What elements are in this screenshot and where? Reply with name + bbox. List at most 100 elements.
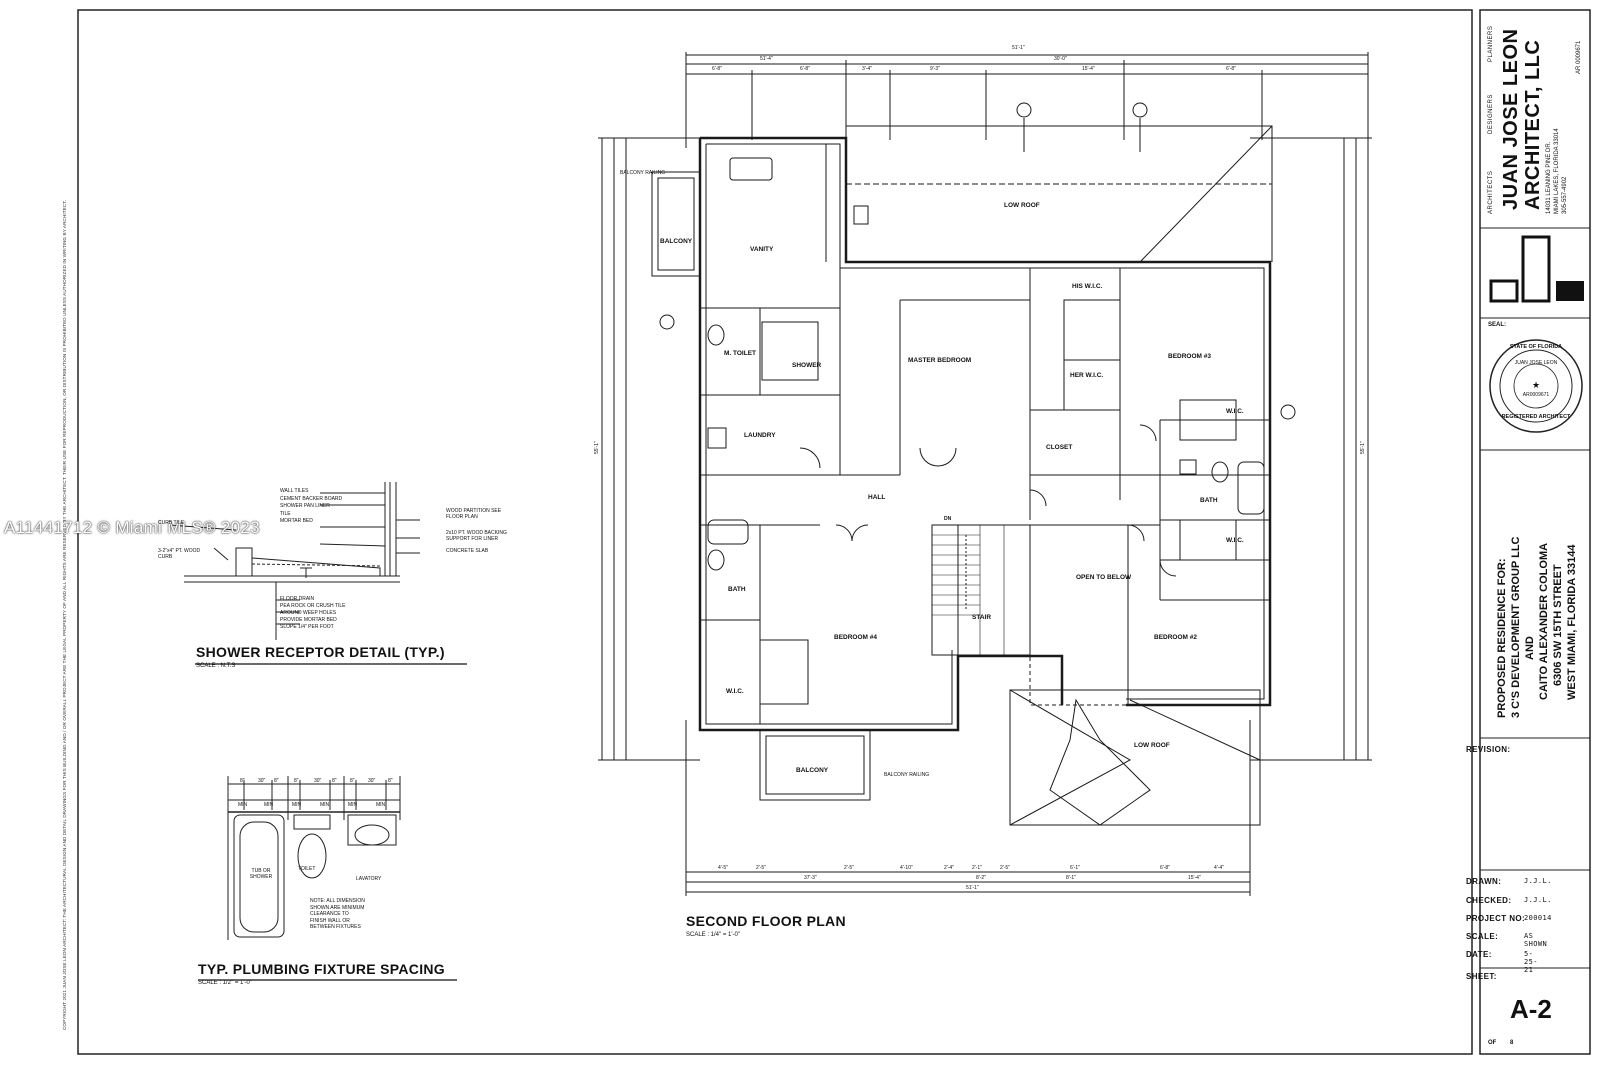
firm-address-2: MIAMI LAKES, FLORIDA 33014 [1554, 128, 1560, 214]
shower-detail-bottom-labels: FLOOR DRAIN PEA ROCK OR CRUSH TILE AROUN… [280, 596, 352, 631]
label-tile: TILE [280, 510, 291, 517]
room-wic-bed4: W.I.C. [726, 688, 744, 695]
second-floor-plan-drawing [598, 52, 1372, 896]
room-bedroom-2: BEDROOM #2 [1154, 634, 1197, 641]
project-line-3: AND [1524, 636, 1536, 660]
project-no-value: 200014 [1524, 914, 1552, 922]
firm-license: AR 0009671 [1576, 40, 1582, 74]
date-value: 5-25-21 [1524, 950, 1538, 974]
room-master-bedroom: MASTER BEDROOM [908, 357, 972, 364]
room-bath-left: BATH [728, 586, 746, 593]
project-line-5: 6306 SW 15TH STREET [1552, 564, 1564, 686]
room-shower: SHOWER [792, 362, 822, 369]
seal-star-icon: ★ [1531, 380, 1541, 390]
dim-top-6: 6'-8" [1226, 66, 1236, 72]
room-low-roof-top: LOW ROOF [1004, 202, 1040, 209]
dim-top-upper-2: 30'-0" [1054, 56, 1067, 62]
dim-top-4: 9'-3" [930, 66, 940, 72]
label-wall-tiles: WALL TILES [280, 488, 309, 494]
checked-value: J.J.L. [1524, 896, 1552, 904]
scale-row: SCALE: AS SHOWN [1466, 932, 1547, 948]
label-cement-backer: CEMENT BACKER BOARD [280, 495, 343, 502]
dim-top-5: 15'-4" [1082, 66, 1095, 72]
room-balcony-railing-bottom: BALCONY RAILING [884, 772, 930, 778]
sheet-label: SHEET: [1466, 972, 1497, 981]
firm-role-architects: ARCHITECTS [1488, 170, 1494, 214]
label-mortar-slope: PROVIDE MORTAR BED SLOPE 1/4" PER FOOT [280, 617, 337, 630]
label-concrete-slab: CONCRETE SLAB [446, 548, 489, 554]
plumbing-detail-title: TYP. PLUMBING FIXTURE SPACING SCALE : 1/… [198, 961, 445, 986]
firm-role-planners: PLANNERS [1488, 25, 1494, 62]
seal-registered: REGISTERED ARCHITECT [1501, 414, 1571, 420]
room-his-wic: HIS W.I.C. [1072, 283, 1103, 290]
label-wood-curb: 3-2"x4" PT. WOOD CURB [158, 548, 201, 560]
project-line-1: PROPOSED RESIDENCE FOR: [1496, 558, 1508, 718]
shower-detail-labels: WALL TILES CEMENT BACKER BOARD SHOWER PA… [280, 488, 344, 526]
room-balcony-top: BALCONY [660, 238, 693, 245]
firm-address-1: 14031 LEANING PINE DR. [1546, 141, 1552, 214]
room-m-toilet: M. TOILET [724, 350, 757, 357]
plumbing-detail-scale: SCALE : 1/2" = 1'-0" [198, 980, 252, 986]
checked-label: CHECKED: [1466, 896, 1512, 905]
plumbing-note: NOTE: ALL DIMENSION SHOWN ARE MINIMUM CL… [310, 898, 365, 930]
dim-top-3: 3'-4" [862, 66, 872, 72]
dim-overall-right: 55'-1" [1360, 441, 1366, 454]
dim-overall-bottom: 51'-1" [966, 885, 979, 891]
room-balcony-railing: BALCONY RAILING [620, 170, 666, 176]
stair-dn-label: DN [944, 516, 952, 522]
sheet-of-value: 8 [1510, 1040, 1514, 1046]
room-closet: CLOSET [1046, 444, 1073, 451]
label-curb-tile: CURB TILE [158, 520, 185, 526]
seal-number: AR0009671 [1522, 392, 1550, 398]
checked-row: CHECKED: J.J.L. [1466, 896, 1551, 905]
room-bedroom-4: BEDROOM #4 [834, 634, 877, 641]
label-wood-partition: WOOD PARTITION SEE FLOOR PLAN [446, 508, 502, 520]
fixture-tub-label: TUB OR SHOWER [249, 868, 273, 880]
plan-scale: SCALE : 1/4" = 1'-0" [686, 932, 740, 938]
plan-title: SECOND FLOOR PLAN SCALE : 1/4" = 1'-0" [686, 913, 846, 938]
project-line-2: 3 C'S DEVELOPMENT GROUP LLC [1510, 536, 1522, 719]
room-open-to-below: OPEN TO BELOW [1076, 574, 1132, 581]
dim-top-2: 6'-8" [800, 66, 810, 72]
room-wic-bed2: W.I.C. [1226, 537, 1244, 544]
project-no-label: PROJECT NO: [1466, 914, 1526, 923]
project-line-6: WEST MIAMI, FLORIDA 33144 [1566, 544, 1578, 700]
firm-phone: 305-557-4902 [1562, 176, 1568, 214]
drawn-value: J.J.L. [1524, 877, 1552, 885]
label-mortar-bed: MORTAR BED [280, 518, 313, 524]
label-pea-rock: PEA ROCK OR CRUSH TILE AROUND WEEP HOLES [280, 603, 346, 616]
date-row: DATE: 5-25-21 [1466, 950, 1537, 974]
firm-name-line2: ARCHITECT, LLC [1522, 39, 1544, 210]
dim-top-1: 6'-8" [712, 66, 722, 72]
revision-label: REVISION: [1466, 745, 1511, 754]
room-wic-bed3: W.I.C. [1226, 408, 1244, 415]
project-line-4: CAITO ALEXANDER COLOMA [1538, 542, 1550, 700]
dim-overall-left: 55'-1" [594, 441, 600, 454]
room-vanity: VANITY [750, 246, 774, 253]
room-her-wic: HER W.I.C. [1070, 372, 1104, 379]
room-laundry: LAUNDRY [744, 432, 776, 439]
seal-state: STATE OF FLORIDA [1509, 344, 1563, 350]
seal-name: JUAN JOSE LEON [1514, 360, 1558, 366]
drawn-row: DRAWN: J.J.L. [1466, 877, 1551, 886]
shower-detail-scale: SCALE : N.T.S [196, 663, 236, 669]
date-label: DATE: [1466, 950, 1492, 959]
shower-detail-title: SHOWER RECEPTOR DETAIL (TYP.) SCALE : N.… [196, 644, 445, 669]
label-pan-liner: SHOWER PAN LINER [280, 503, 330, 509]
scale-value: AS SHOWN [1524, 932, 1548, 948]
firm-role-designers: DESIGNERS [1488, 94, 1494, 134]
room-stair: STAIR [972, 614, 992, 621]
seal-label: SEAL: [1488, 322, 1506, 328]
sheet-of-label: OF [1488, 1040, 1497, 1046]
room-low-roof-bottom: LOW ROOF [1134, 742, 1170, 749]
room-balcony-bottom: BALCONY [796, 767, 829, 774]
label-floor-drain: FLOOR DRAIN [280, 596, 315, 602]
room-hall: HALL [868, 494, 886, 501]
fixture-lavatory-label: LAVATORY [356, 876, 382, 882]
mls-watermark: A11441712 © Miami MLS® 2023 [4, 518, 260, 537]
sheet-number: A-2 [1510, 994, 1552, 1024]
sheet-of: OF 8 [1488, 1040, 1513, 1046]
dim-top-upper-1: 51'-4" [760, 56, 773, 62]
drawn-label: DRAWN: [1466, 877, 1502, 886]
